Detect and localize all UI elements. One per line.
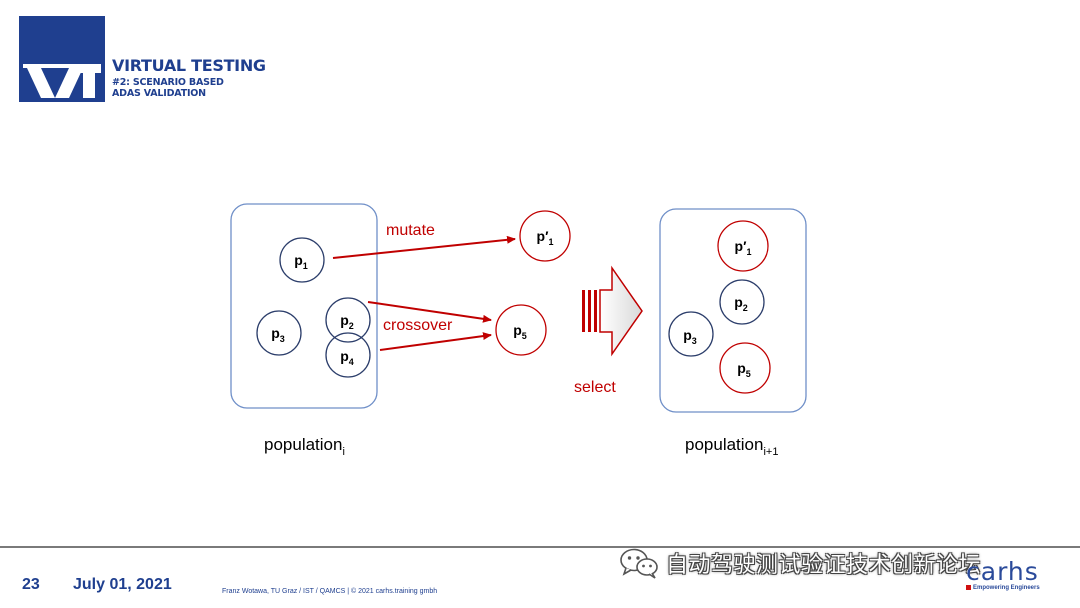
population-i-box bbox=[230, 203, 378, 409]
wechat-icon bbox=[620, 548, 658, 579]
svg-text:p2: p2 bbox=[734, 294, 748, 313]
svg-text:p4: p4 bbox=[340, 348, 354, 367]
member-p3: p3 bbox=[256, 310, 302, 356]
svg-text:p5: p5 bbox=[513, 322, 527, 341]
watermark-text: 自动驾驶测试验证技术创新论坛 bbox=[666, 553, 982, 578]
crossover-arrow-from-p2 bbox=[367, 301, 492, 323]
svg-text:p3: p3 bbox=[271, 325, 285, 344]
footer-divider bbox=[0, 546, 1080, 548]
carhs-logo: carhs Empowering Engineers bbox=[966, 557, 1056, 594]
logo-subtitle-2: ADAS VALIDATION bbox=[112, 88, 206, 99]
svg-text:p3: p3 bbox=[683, 327, 697, 346]
offspring-p1-prime: p′1 bbox=[519, 210, 571, 262]
population-i-plus-1-label: populationi+1 bbox=[685, 435, 778, 458]
carhs-wordmark: carhs bbox=[966, 557, 1039, 586]
logo-title: VIRTUAL TESTING bbox=[112, 56, 266, 75]
vt-logo bbox=[19, 16, 105, 102]
svg-text:p′1: p′1 bbox=[537, 228, 554, 247]
svg-text:p5: p5 bbox=[737, 360, 751, 379]
svg-text:p2: p2 bbox=[340, 312, 354, 331]
member-p2: p2 bbox=[325, 297, 371, 343]
logo-text: VIRTUAL TESTING #2: SCENARIO BASED ADAS … bbox=[112, 56, 266, 100]
svg-text:p1: p1 bbox=[294, 252, 308, 271]
mutate-arrow bbox=[332, 235, 516, 259]
next-member-p1-prime: p′1 bbox=[717, 220, 769, 272]
carhs-tagline: Empowering Engineers bbox=[966, 585, 1056, 591]
next-member-p3: p3 bbox=[668, 311, 714, 357]
offspring-p5: p5 bbox=[495, 304, 547, 356]
population-i-label: populationi bbox=[264, 435, 345, 458]
next-member-p5: p5 bbox=[719, 342, 771, 394]
credits: Franz Wotawa, TU Graz / IST / QAMCS | © … bbox=[222, 588, 438, 595]
date: July 01, 2021 bbox=[73, 576, 172, 593]
crossover-label: crossover bbox=[383, 317, 453, 334]
wechat-watermark: 自动驾驶测试验证技术创新论坛 bbox=[618, 546, 981, 580]
member-p1: p1 bbox=[279, 237, 325, 283]
mutate-label: mutate bbox=[386, 222, 435, 239]
svg-text:p′1: p′1 bbox=[735, 238, 752, 257]
select-arrow bbox=[582, 265, 643, 357]
logo-subtitle-1: #2: SCENARIO BASED bbox=[112, 77, 224, 88]
select-label: select bbox=[574, 379, 616, 396]
member-p4: p4 bbox=[325, 332, 371, 378]
next-member-p2: p2 bbox=[719, 279, 765, 325]
crossover-arrow-from-p4 bbox=[379, 332, 492, 351]
page-number: 23 bbox=[22, 576, 40, 593]
